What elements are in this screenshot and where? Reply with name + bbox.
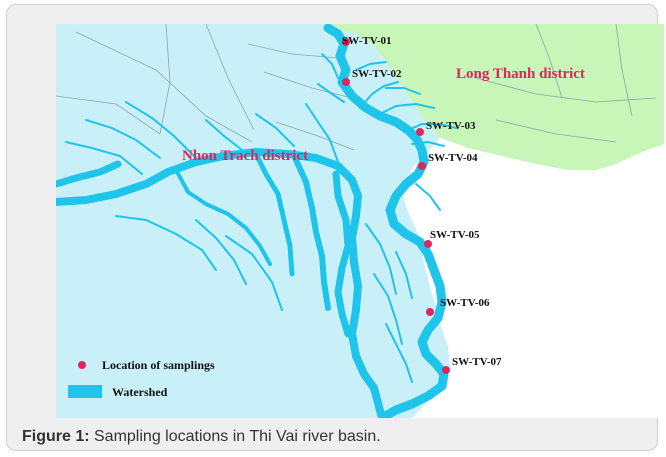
legend-watershed-label: Watershed: [112, 385, 168, 399]
western-river: [56, 148, 386, 418]
legend-sampling-marker: [78, 361, 86, 369]
district-label-nhon-trach: Nhon Trach district: [182, 148, 308, 164]
roads-layer: [56, 24, 657, 151]
site-marker-sw-tv-03: [416, 128, 424, 136]
main-river: [323, 24, 449, 418]
caption-text: Sampling locations in Thi Vai river basi…: [89, 428, 381, 445]
site-label-sw-tv-01: SW-TV-01: [342, 35, 392, 47]
site-marker-sw-tv-06: [426, 308, 434, 316]
district-label-long-thanh: Long Thanh district: [456, 66, 585, 82]
loop-river: [332, 170, 352, 338]
mid-branch: [253, 151, 295, 277]
tributaries-layer: [65, 53, 457, 383]
site-marker-sw-tv-04: [418, 162, 426, 170]
caption-label: Figure 1:: [22, 428, 90, 445]
map-container: Long Thanh district Nhon Trach district …: [56, 24, 664, 418]
long-thanh-district-area: [324, 24, 664, 170]
site-marker-sw-tv-02: [342, 78, 350, 86]
west-branch: [174, 168, 272, 266]
sampling-sites-layer: [342, 38, 450, 374]
site-marker-sw-tv-05: [424, 240, 432, 248]
map-svg: Long Thanh district Nhon Trach district …: [56, 24, 664, 418]
legend-watershed-swatch: [68, 385, 102, 398]
site-label-sw-tv-02: SW-TV-02: [352, 68, 402, 80]
site-label-sw-tv-03: SW-TV-03: [426, 120, 476, 132]
figure-caption: Figure 1: Sampling locations in Thi Vai …: [22, 428, 381, 446]
left-outlet: [56, 160, 122, 188]
map-legend: Location of samplings Watershed: [68, 358, 215, 399]
inner-branch: [293, 157, 331, 311]
site-label-sw-tv-04: SW-TV-04: [428, 152, 478, 164]
site-label-sw-tv-05: SW-TV-05: [430, 229, 480, 241]
river-network: [56, 24, 449, 418]
site-label-sw-tv-06: SW-TV-06: [440, 297, 490, 309]
site-marker-sw-tv-01: [342, 38, 350, 46]
legend-sampling-label: Location of samplings: [102, 358, 215, 372]
site-marker-sw-tv-07: [442, 366, 450, 374]
site-label-sw-tv-07: SW-TV-07: [452, 356, 502, 368]
